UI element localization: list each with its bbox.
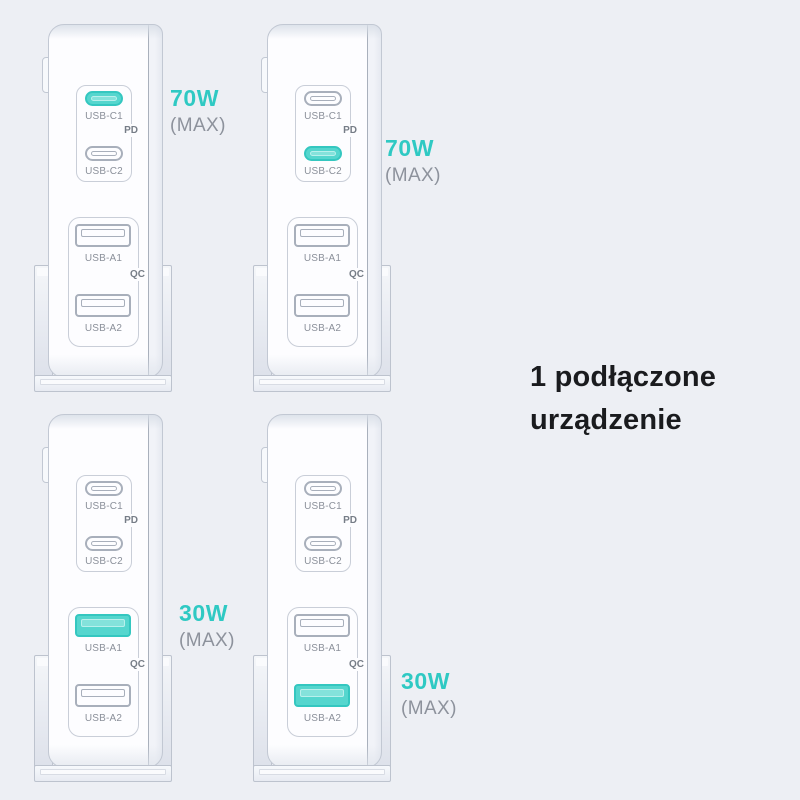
usb-a-panel: USB-A1 QC USB-A2 <box>287 217 366 347</box>
usb-c-panel: USB-C1 PD USB-C2 <box>295 85 359 182</box>
usb-a-panel: USB-A1 QC USB-A2 <box>68 217 147 347</box>
port-slot <box>91 486 117 491</box>
usb-c2-port <box>85 146 123 161</box>
port-slot <box>300 689 344 697</box>
heading-line-2: urządzenie <box>530 404 682 436</box>
pd-badge: PD <box>122 514 140 527</box>
usb-a2-label: USB-A2 <box>84 323 123 334</box>
usb-a2-port <box>75 294 131 317</box>
usb-a2-port <box>294 684 350 707</box>
usb-a1-port <box>75 224 131 247</box>
usb-c2-port <box>304 146 342 161</box>
usb-c1-port <box>85 481 123 496</box>
usb-c2-port <box>304 536 342 551</box>
power-callout: 70W (MAX) <box>385 135 441 187</box>
port-slot <box>310 96 336 101</box>
usb-c1-port <box>304 91 342 106</box>
usb-c1-label: USB-C1 <box>85 501 123 512</box>
usb-a2-port <box>75 684 131 707</box>
max-label: (MAX) <box>401 698 457 719</box>
usb-c2-label: USB-C2 <box>85 556 123 567</box>
watts-value: 30W <box>179 600 229 626</box>
qc-badge: QC <box>128 268 147 281</box>
usb-a2-label: USB-A2 <box>84 713 123 724</box>
usb-c1-port <box>85 91 123 106</box>
stand-base <box>253 375 391 392</box>
usb-a1-port <box>294 614 350 637</box>
port-slot <box>91 151 117 156</box>
charger-bottom-right: USB-C1 PD USB-C2 USB-A1 QC USB-A2 30W (M… <box>253 414 456 782</box>
usb-c-panel: USB-C1 PD USB-C2 <box>76 475 140 572</box>
usb-a-panel: USB-A1 QC USB-A2 <box>68 607 147 737</box>
power-callout: 70W (MAX) <box>170 85 226 137</box>
port-slot <box>310 151 336 156</box>
usb-a1-label: USB-A1 <box>84 643 123 654</box>
usb-c1-port <box>304 481 342 496</box>
watts-value: 30W <box>401 668 451 694</box>
heading-line-1: 1 podłączone <box>530 361 717 393</box>
charger-body: USB-C1 PD USB-C2 USB-A1 QC USB-A2 <box>267 414 382 768</box>
usb-a1-port <box>75 614 131 637</box>
usb-a-panel: USB-A1 QC USB-A2 <box>287 607 366 737</box>
pd-badge: PD <box>341 124 359 137</box>
port-slot <box>81 229 125 237</box>
port-slot <box>310 486 336 491</box>
stand-base <box>34 375 172 392</box>
charger-bottom-left: USB-C1 PD USB-C2 USB-A1 QC USB-A2 30W (M… <box>34 414 234 782</box>
usb-c-panel: USB-C1 PD USB-C2 <box>295 475 359 572</box>
usb-a1-port <box>294 224 350 247</box>
port-slot <box>91 541 117 546</box>
port-slot <box>91 96 117 101</box>
max-label: (MAX) <box>385 165 441 186</box>
max-label: (MAX) <box>179 630 235 651</box>
watts-value: 70W <box>170 85 220 111</box>
pd-badge: PD <box>122 124 140 137</box>
usb-c1-label: USB-C1 <box>304 111 342 122</box>
pd-badge: PD <box>341 514 359 527</box>
charger-body: USB-C1 PD USB-C2 USB-A1 QC USB-A2 <box>267 24 382 378</box>
charger-body: USB-C1 PD USB-C2 USB-A1 QC USB-A2 <box>48 414 163 768</box>
power-callout: 30W (MAX) <box>179 600 235 652</box>
usb-a1-label: USB-A1 <box>84 253 123 264</box>
usb-c2-port <box>85 536 123 551</box>
watts-value: 70W <box>385 135 435 161</box>
qc-badge: QC <box>347 268 366 281</box>
port-slot <box>300 299 344 307</box>
port-slot <box>81 299 125 307</box>
usb-c1-label: USB-C1 <box>304 501 342 512</box>
max-label: (MAX) <box>170 115 226 136</box>
connected-device-heading: 1 podłączone urządzenie <box>530 356 716 442</box>
usb-a1-label: USB-A1 <box>303 253 342 264</box>
port-slot <box>310 541 336 546</box>
port-slot <box>81 619 125 627</box>
charger-body: USB-C1 PD USB-C2 USB-A1 QC USB-A2 <box>48 24 163 378</box>
usb-a2-label: USB-A2 <box>303 713 342 724</box>
usb-c2-label: USB-C2 <box>304 166 342 177</box>
qc-badge: QC <box>347 658 366 671</box>
port-slot <box>300 619 344 627</box>
usb-c1-label: USB-C1 <box>85 111 123 122</box>
usb-c-panel: USB-C1 PD USB-C2 <box>76 85 140 182</box>
power-callout: 30W (MAX) <box>401 668 457 720</box>
port-slot <box>300 229 344 237</box>
stand-base <box>34 765 172 782</box>
charger-top-right: USB-C1 PD USB-C2 USB-A1 QC USB-A2 70W (M… <box>253 24 440 392</box>
qc-badge: QC <box>128 658 147 671</box>
usb-c2-label: USB-C2 <box>304 556 342 567</box>
port-slot <box>81 689 125 697</box>
usb-a2-label: USB-A2 <box>303 323 342 334</box>
usb-c2-label: USB-C2 <box>85 166 123 177</box>
usb-a1-label: USB-A1 <box>303 643 342 654</box>
charger-top-left: USB-C1 PD USB-C2 USB-A1 QC USB-A2 70W (M… <box>34 24 225 392</box>
usb-a2-port <box>294 294 350 317</box>
stand-base <box>253 765 391 782</box>
